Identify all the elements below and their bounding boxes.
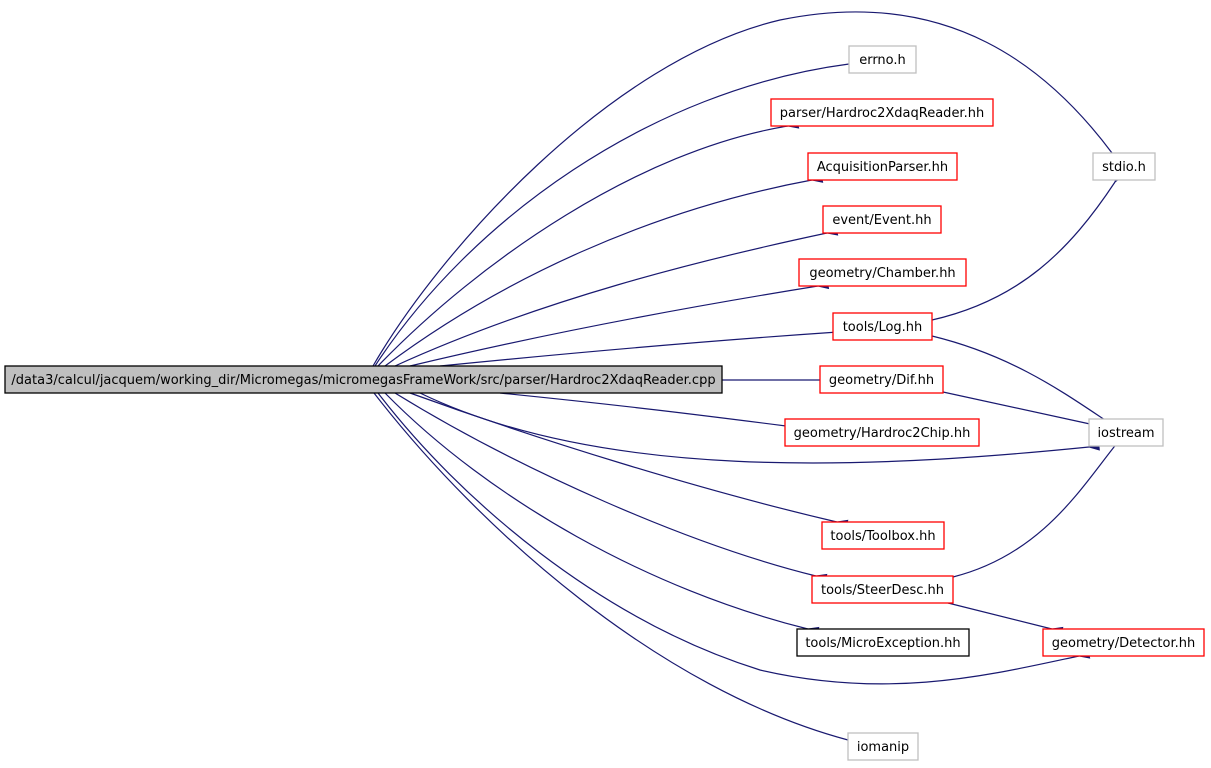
edge-steer-to-iostream	[952, 435, 1123, 578]
node-stdio[interactable]: stdio.h	[1092, 152, 1156, 181]
node-box	[848, 45, 917, 74]
node-label: tools/Toolbox.hh	[830, 529, 935, 544]
node-label: iostream	[1097, 426, 1154, 441]
node-label: iomanip	[857, 740, 909, 755]
edge-line	[377, 392, 1080, 685]
node-detector[interactable]: geometry/Detector.hh	[1042, 628, 1205, 657]
edge-root-to-event	[394, 226, 839, 367]
node-event[interactable]: event/Event.hh	[822, 205, 942, 234]
edge-line	[947, 602, 1053, 630]
node-label: geometry/Detector.hh	[1052, 636, 1195, 651]
edge-line	[952, 446, 1115, 578]
node-label: geometry/Dif.hh	[829, 373, 934, 388]
edge-log-to-stdio	[931, 170, 1125, 321]
node-root[interactable]: /data3/calcul/jacquem/working_dir/Microm…	[4, 365, 723, 394]
edge-root-to-steer	[394, 392, 828, 584]
edge-line	[394, 392, 817, 577]
node-label: geometry/Hardroc2Chip.hh	[794, 426, 971, 441]
edge-line	[372, 11, 1113, 367]
edge-line	[409, 392, 838, 523]
node-box	[798, 258, 967, 287]
node-box	[796, 628, 970, 657]
node-label: geometry/Chamber.hh	[809, 266, 955, 281]
node-label: tools/Log.hh	[843, 320, 923, 335]
node-chip[interactable]: geometry/Hardroc2Chip.hh	[784, 418, 980, 447]
node-label: tools/MicroException.hh	[805, 636, 960, 651]
edge-line	[499, 392, 787, 427]
node-box	[847, 732, 919, 761]
node-box	[832, 312, 933, 341]
edge-line	[931, 181, 1116, 321]
node-acq[interactable]: AcquisitionParser.hh	[807, 152, 958, 181]
node-box	[1088, 418, 1164, 447]
edge-line	[384, 179, 813, 367]
edge-line	[942, 391, 1091, 425]
node-label: /data3/calcul/jacquem/working_dir/Microm…	[11, 373, 715, 388]
node-toolbox[interactable]: tools/Toolbox.hh	[821, 521, 945, 550]
node-iostream[interactable]: iostream	[1088, 418, 1164, 447]
node-box	[4, 365, 723, 394]
node-reader[interactable]: parser/Hardroc2XdaqReader.hh	[770, 98, 994, 127]
edge-root-to-log	[439, 326, 849, 367]
node-micro[interactable]: tools/MicroException.hh	[796, 628, 970, 657]
edge-root-to-chamber	[409, 279, 830, 367]
node-box	[807, 152, 958, 181]
node-box	[821, 521, 945, 550]
edge-line	[931, 335, 1106, 421]
node-box	[822, 205, 942, 234]
node-box	[784, 418, 980, 447]
edge-root-to-dif	[722, 375, 831, 385]
node-label: errno.h	[859, 53, 906, 68]
edge-root-to-chip	[499, 392, 797, 432]
edge-line	[409, 285, 819, 367]
edge-root-to-micro	[384, 392, 820, 637]
node-dif[interactable]: geometry/Dif.hh	[819, 365, 944, 394]
edge-log-to-iostream	[931, 335, 1116, 431]
edges-layer	[372, 11, 1125, 748]
node-label: tools/SteerDesc.hh	[821, 583, 944, 598]
node-label: event/Event.hh	[832, 213, 931, 228]
edge-line	[373, 392, 849, 741]
edge-root-to-reader	[377, 119, 800, 367]
edge-line	[394, 232, 828, 367]
node-label: parser/Hardroc2XdaqReader.hh	[780, 106, 984, 121]
edge-line	[419, 392, 1090, 464]
nodes-layer: /data3/calcul/jacquem/working_dir/Microm…	[4, 45, 1205, 761]
node-chamber[interactable]: geometry/Chamber.hh	[798, 258, 967, 287]
node-label: AcquisitionParser.hh	[817, 160, 948, 175]
node-box	[811, 575, 954, 604]
edge-line	[384, 392, 809, 630]
node-steer[interactable]: tools/SteerDesc.hh	[811, 575, 954, 604]
node-box	[1092, 152, 1156, 181]
edge-line	[439, 331, 839, 367]
edge-root-to-detector	[377, 392, 1091, 685]
node-label: stdio.h	[1102, 160, 1146, 175]
node-box	[819, 365, 944, 394]
node-box	[770, 98, 994, 127]
node-errno[interactable]: errno.h	[848, 45, 917, 74]
edge-line	[374, 63, 850, 367]
edge-line	[377, 125, 789, 367]
edge-root-to-stdio	[372, 11, 1122, 367]
node-log[interactable]: tools/Log.hh	[832, 312, 933, 341]
node-iomanip[interactable]: iomanip	[847, 732, 919, 761]
node-box	[1042, 628, 1205, 657]
